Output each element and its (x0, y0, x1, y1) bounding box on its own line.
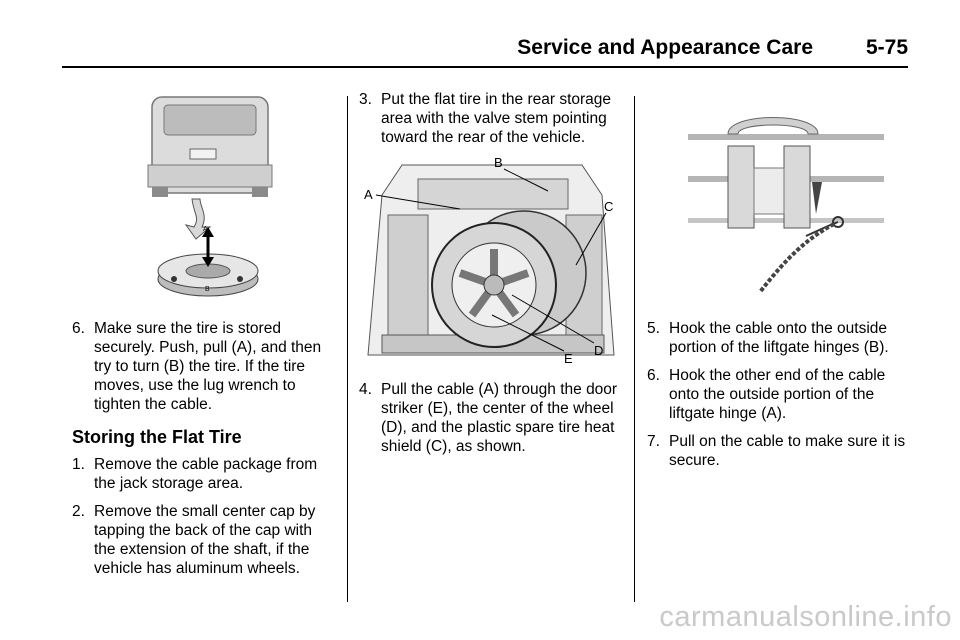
liftgate-hinge-illustration (688, 98, 884, 294)
callout-a: A (364, 187, 373, 202)
cargo-area-illustration: A B C D E (362, 155, 620, 365)
callout-b: B (205, 286, 210, 293)
column-divider-1 (347, 96, 348, 602)
step-6-hook: 6. Hook the other end of the cable onto … (647, 367, 886, 422)
callout-b: B (494, 155, 503, 170)
callout-c: C (604, 199, 613, 214)
step-1: 1. Remove the cable package from the jac… (72, 456, 318, 492)
column-3-text: 5. Hook the cable onto the outside porti… (647, 319, 909, 479)
step-4: 4. Pull the cable (A) through the door s… (359, 381, 618, 455)
column-2-text-top: 3. Put the flat tire in the rear storage… (359, 90, 623, 156)
page-number: 5-75 (865, 36, 908, 59)
watermark: carmanualsonline.info (659, 601, 952, 633)
step-2: 2. Remove the small center cap by tappin… (72, 503, 316, 577)
callout-e: E (564, 351, 573, 365)
rear-tire-illustration: A B (140, 95, 280, 305)
column-1-text: 6. Make sure the tire is stored securely… (72, 319, 334, 587)
section-title: Service and Appearance Care (517, 36, 813, 59)
section-heading: Storing the Flat Tire (72, 427, 242, 447)
step-7: 7. Pull on the cable to make sure it is … (647, 433, 906, 469)
step-6-storing: 6. Make sure the tire is stored securely… (72, 320, 322, 413)
page-header: Service and Appearance Care 5-75 (62, 32, 908, 68)
column-2-text-bottom: 4. Pull the cable (A) through the door s… (359, 380, 623, 465)
callout-d: D (594, 343, 603, 358)
step-5: 5. Hook the cable onto the outside porti… (647, 320, 889, 356)
callout-a: A (203, 226, 208, 233)
step-3: 3. Put the flat tire in the rear storage… (359, 91, 612, 146)
column-divider-2 (634, 96, 635, 602)
